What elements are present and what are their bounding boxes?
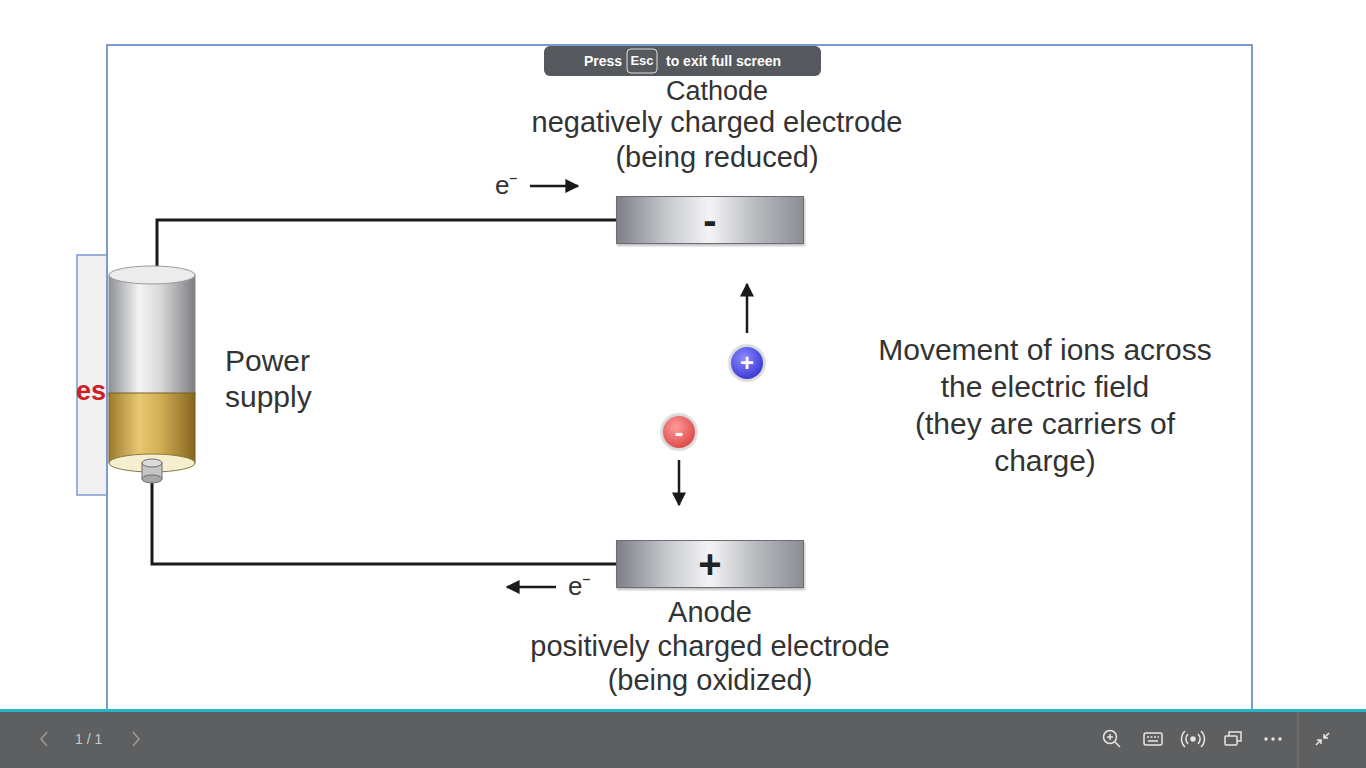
electrode-description: negatively charged electrode (being redu… xyxy=(532,105,903,175)
ion-charge: - xyxy=(675,419,684,445)
key-cap: Esc xyxy=(630,53,653,69)
electron-flow-arrow xyxy=(530,185,578,188)
positive-ion: + xyxy=(729,345,765,381)
cathode-electrode: Cathodenegatively charged electrode (bei… xyxy=(616,196,804,244)
key-outline xyxy=(627,49,657,73)
battery-symbol: Power supply xyxy=(108,265,198,487)
side-thumbnail xyxy=(77,255,107,495)
slide-frame xyxy=(107,45,1252,748)
ion-movement-arrow xyxy=(746,284,749,333)
annotation: Movement of ions across the electric fie… xyxy=(878,331,1211,479)
electrode-sign: + xyxy=(698,544,721,584)
hint-text: Press xyxy=(584,53,622,69)
negative-ion: - xyxy=(661,414,697,450)
battery-drawing xyxy=(108,265,198,487)
toolbar-divider xyxy=(1298,712,1299,768)
ion-charge: + xyxy=(740,351,754,375)
wire xyxy=(152,483,616,564)
electrode-description: positively charged electrode (being oxid… xyxy=(530,629,890,697)
viewer-toolbar xyxy=(0,712,1366,768)
page-counter: 1 / 1 xyxy=(75,731,102,747)
electrode-sign: - xyxy=(703,200,716,240)
electrode-heading: Cathode xyxy=(666,77,768,105)
electron-flow-arrow xyxy=(507,586,556,589)
progress-bar xyxy=(0,709,1366,712)
fullscreen-hint xyxy=(544,46,821,76)
ion-movement-arrow xyxy=(678,460,681,505)
more-icon xyxy=(1264,737,1281,740)
next-icon xyxy=(133,732,139,746)
partial-slide-text: es xyxy=(76,376,106,406)
electron-label: e⁻ xyxy=(568,571,591,601)
electrode-heading: Anode xyxy=(668,595,752,629)
hint-text: to exit full screen xyxy=(666,53,781,69)
wire xyxy=(157,220,616,269)
anode-electrode: +Anodepositively charged electrode (bein… xyxy=(616,540,804,588)
component-label: Power supply xyxy=(225,343,312,415)
prev-icon xyxy=(41,732,47,746)
toolbar-icons xyxy=(1104,731,1330,748)
electron-label: e⁻ xyxy=(495,170,518,200)
